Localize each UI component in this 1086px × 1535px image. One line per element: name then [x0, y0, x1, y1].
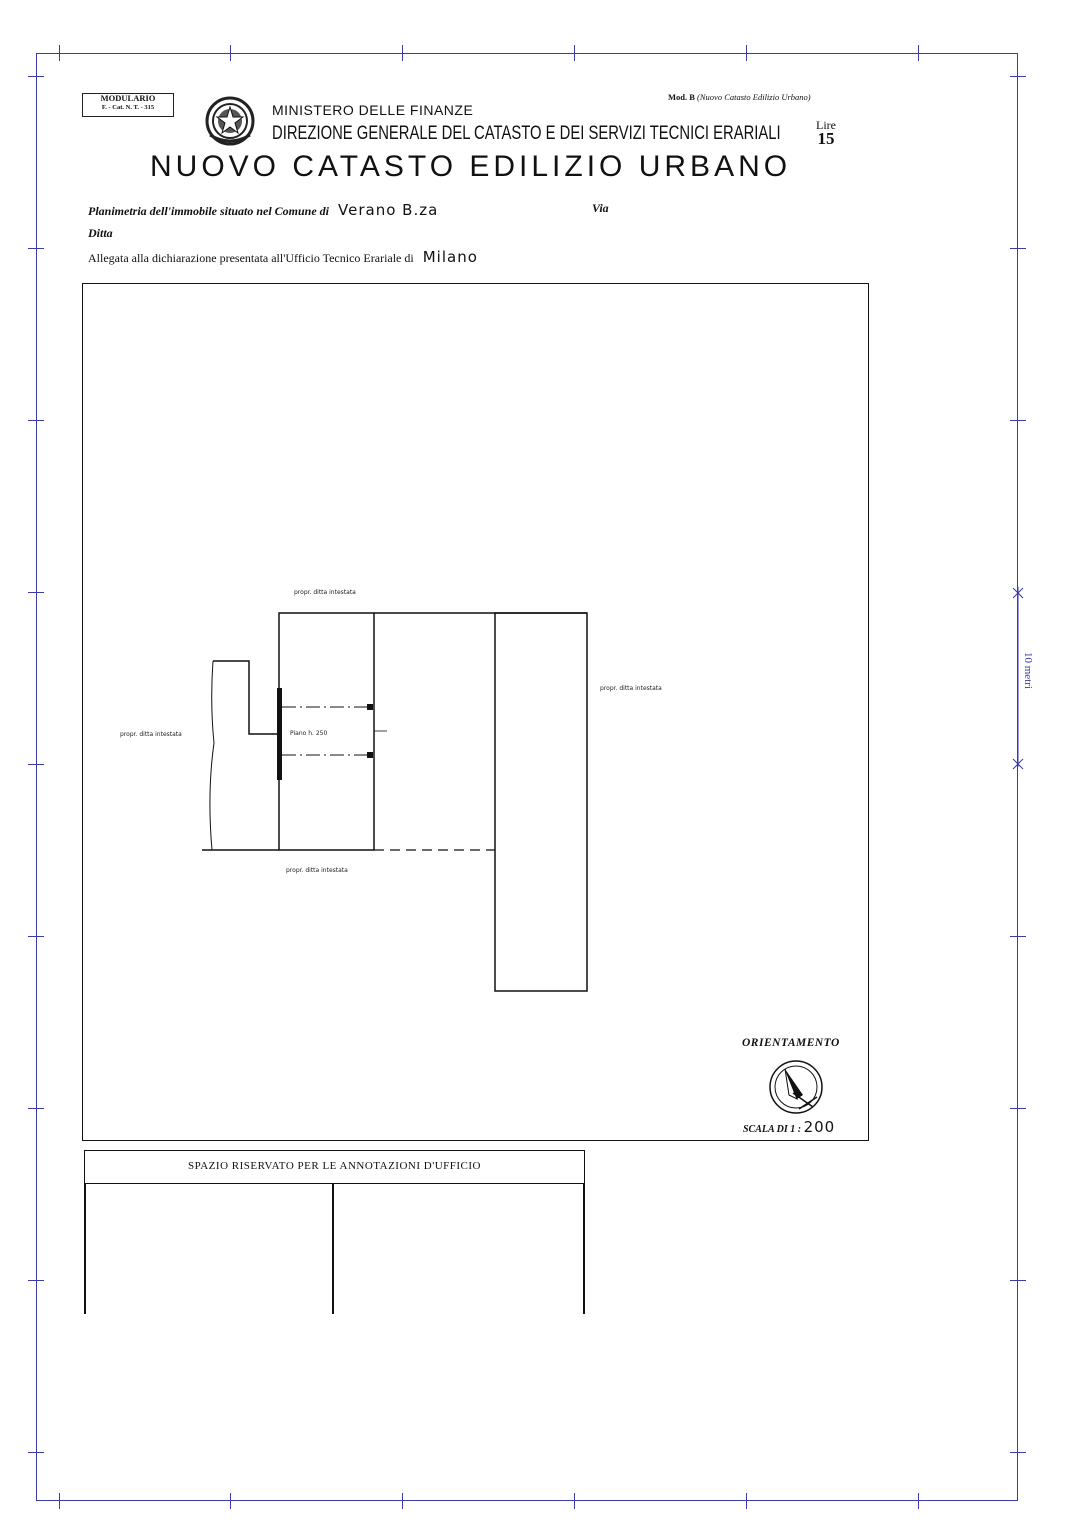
tick	[1010, 936, 1026, 937]
office-annotations-title: SPAZIO RISERVATO PER LE ANNOTAZIONI D'UF…	[188, 1160, 481, 1172]
page-title: NUOVO CATASTO EDILIZIO URBANO	[150, 150, 792, 183]
tick	[574, 45, 575, 61]
tick	[1010, 420, 1026, 421]
floor-plan-box	[82, 283, 869, 1141]
allegata-label: Allegata alla dichiarazione presentata a…	[88, 251, 414, 265]
plan-room-right	[494, 612, 588, 992]
frame-bottom-line	[36, 1500, 1018, 1501]
tick	[28, 936, 44, 937]
ministero-heading: MINISTERO DELLE FINANZE	[272, 102, 474, 118]
plan-left-building	[213, 660, 279, 735]
tick	[230, 45, 231, 61]
tick	[28, 76, 44, 77]
direzione-heading: DIREZIONE GENERALE DEL CATASTO E DEI SER…	[272, 123, 781, 144]
tick	[28, 248, 44, 249]
tick	[402, 45, 403, 61]
lire-value: 15	[817, 129, 835, 148]
plan-label-right: propr. ditta intestata	[600, 685, 662, 692]
tick	[28, 764, 44, 765]
tick	[918, 1493, 919, 1509]
tick	[402, 1493, 403, 1509]
tick	[28, 1280, 44, 1281]
annotations-divider	[583, 1184, 585, 1314]
scala-label: SCALA DI 1 : 200	[743, 1118, 835, 1136]
frame-right-line	[1017, 53, 1018, 1501]
tick	[59, 1493, 60, 1509]
tick	[746, 1493, 747, 1509]
plan-label-top: propr. ditta intestata	[294, 589, 356, 596]
scala-text: SCALA DI 1 :	[743, 1124, 802, 1135]
annotations-divider	[332, 1184, 334, 1314]
mod-b-label: Mod. B (Nuovo Catasto Edilizio Urbano)	[668, 92, 811, 102]
ditta-field: Ditta	[88, 226, 113, 241]
tick	[230, 1493, 231, 1509]
tick	[59, 45, 60, 61]
modulario-box: MODULARIO F. - Cat. N. T. - 315	[82, 93, 174, 117]
mod-b-code: Mod. B	[668, 92, 695, 102]
tick	[28, 592, 44, 593]
ditta-label: Ditta	[88, 226, 113, 240]
tick	[28, 420, 44, 421]
via-field: Via	[592, 201, 609, 216]
tick	[1010, 1108, 1026, 1109]
tick	[1010, 76, 1026, 77]
compass-icon	[769, 1060, 823, 1114]
scale-bar	[1012, 587, 1024, 770]
planimetria-label: Planimetria dell'immobile situato nel Co…	[88, 204, 330, 218]
ufficio-value: Milano	[422, 248, 478, 266]
scale-bar-label: 10 metri	[1022, 652, 1034, 689]
frame-top-line	[36, 53, 1018, 54]
plan-left-irregular	[209, 660, 215, 851]
office-annotations-box: SPAZIO RISERVATO PER LE ANNOTAZIONI D'UF…	[84, 1150, 585, 1314]
tick	[1010, 248, 1026, 249]
tick	[28, 1108, 44, 1109]
lire-stamp: Lire 15	[808, 118, 844, 149]
orientamento-label: ORIENTAMENTO	[742, 1037, 840, 1049]
frame-left-line	[36, 53, 37, 1501]
tick	[28, 1452, 44, 1453]
plan-marker	[367, 752, 373, 758]
tick	[1010, 1452, 1026, 1453]
plan-thick-wall	[277, 688, 282, 780]
plan-label-center: Piano h. 250	[290, 730, 327, 737]
via-label: Via	[592, 201, 609, 215]
tick	[1010, 1280, 1026, 1281]
lire-label: Lire	[816, 118, 836, 132]
scala-value: 200	[803, 1118, 836, 1136]
modulario-code: F. - Cat. N. T. - 315	[101, 104, 155, 111]
allegata-field: Allegata alla dichiarazione presentata a…	[88, 248, 478, 266]
tick	[918, 45, 919, 61]
tick	[574, 1493, 575, 1509]
plan-marker	[367, 704, 373, 710]
annotations-divider	[84, 1184, 86, 1314]
plan-label-bottom: propr. ditta intestata	[286, 867, 348, 874]
republic-emblem-icon	[205, 96, 255, 146]
office-annotations-header: SPAZIO RISERVATO PER LE ANNOTAZIONI D'UF…	[84, 1150, 585, 1184]
tick	[746, 45, 747, 61]
modulario-title: MODULARIO	[100, 93, 156, 103]
plan-label-left: propr. ditta intestata	[120, 731, 182, 738]
floor-plan-drawing: propr. ditta intestata propr. ditta inte…	[120, 589, 662, 992]
mod-b-desc: (Nuovo Catasto Edilizio Urbano)	[697, 92, 811, 102]
comune-value: Verano B.za	[338, 201, 439, 219]
planimetria-field: Planimetria dell'immobile situato nel Co…	[88, 201, 438, 219]
